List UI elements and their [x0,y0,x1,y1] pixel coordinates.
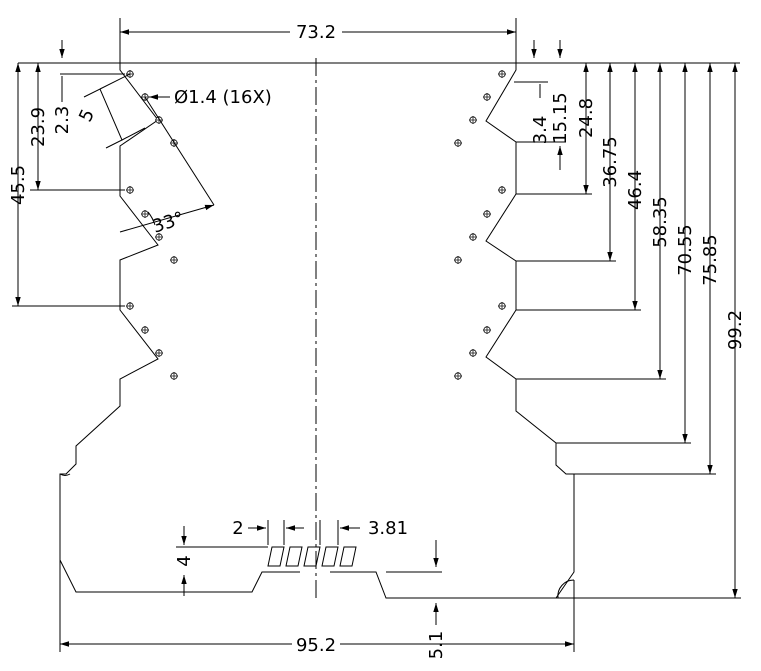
hole [454,256,462,264]
dim-right-99-2: 99.2 [556,63,746,599]
dim-label-46-4: 46.4 [625,170,646,210]
angle-33: 33° [119,96,215,238]
dim-left-2-3: 2.3 [52,73,125,135]
hole [155,233,163,241]
dim-slot-5: 5 [75,73,146,149]
dim-right-58-35: 58.35 [516,63,671,380]
dim-right-15-15: 15.15 [516,92,571,170]
dim-label-top-width: 73.2 [296,22,336,43]
hole [469,233,477,241]
dim-label-99-2: 99.2 [725,310,746,350]
dim-label-36-75: 36.75 [600,136,621,188]
hole-callout: Ø1.4 (16X) [149,87,272,108]
hole [126,186,134,194]
dim-left-23-9: 23.9 [28,63,125,191]
part-outline [59,62,575,599]
hole [498,70,506,78]
hole [454,372,462,380]
hole [454,139,462,147]
dim-bottom-5-1: 5.1 [386,540,447,659]
dim-label-45-5: 45.5 [8,165,29,205]
dim-pin-height: 4 [174,526,268,596]
dim-right-70-55: 70.55 [556,63,696,444]
dim-label-75-85: 75.85 [700,234,721,286]
pin [285,546,303,567]
angle-label: 33° [150,208,187,238]
dim-label-pin-pitch: 3.81 [368,518,408,539]
dim-top-width: 73.2 [119,18,517,63]
dim-bottom-width: 95.2 [59,560,575,656]
hole-callout-label: Ø1.4 (16X) [174,87,272,108]
hole [483,210,491,218]
hole [469,116,477,124]
hole [469,349,477,357]
hole [483,93,491,101]
pin [267,546,285,567]
dim-label-58-35: 58.35 [650,196,671,248]
dim-label-2-3: 2.3 [52,106,73,135]
dim-label-pin-height: 4 [174,555,195,566]
hole [498,186,506,194]
dim-right-3-4: 3.4 [514,81,551,145]
dim-pin-pitch: 3.81 [319,518,408,545]
hole [498,302,506,310]
dim-label-3-4: 3.4 [530,116,551,145]
dim-label-15-15: 15.15 [550,92,571,144]
dim-label-pin-width: 2 [232,518,243,539]
dim-right-46-4: 46.4 [516,63,646,311]
dim-label-slot-5: 5 [75,106,99,125]
hole [126,302,134,310]
dimensions: 73.2 23.9 2.3 45.5 5 [8,18,746,659]
hole [155,349,163,357]
hole [141,210,149,218]
dim-label-70-55: 70.55 [675,224,696,276]
dim-label-24-8: 24.8 [576,98,597,138]
mounting-holes [126,70,506,380]
dim-right-75-85: 75.85 [574,63,721,475]
pin [321,546,339,567]
dim-right-24-8: 24.8 [516,63,597,195]
pin [339,546,357,567]
dim-left-45-5: 45.5 [8,63,125,307]
dim-label-5-1: 5.1 [426,631,447,660]
hole [170,372,178,380]
hole [170,256,178,264]
hole [141,326,149,334]
pin-row [267,546,357,567]
dim-pin-width: 2 [232,518,304,545]
pin [303,546,321,567]
dim-label-bottom-width: 95.2 [296,635,336,656]
dim-right-36-75: 36.75 [516,63,621,262]
dim-label-23-9: 23.9 [28,107,49,147]
hole [483,326,491,334]
